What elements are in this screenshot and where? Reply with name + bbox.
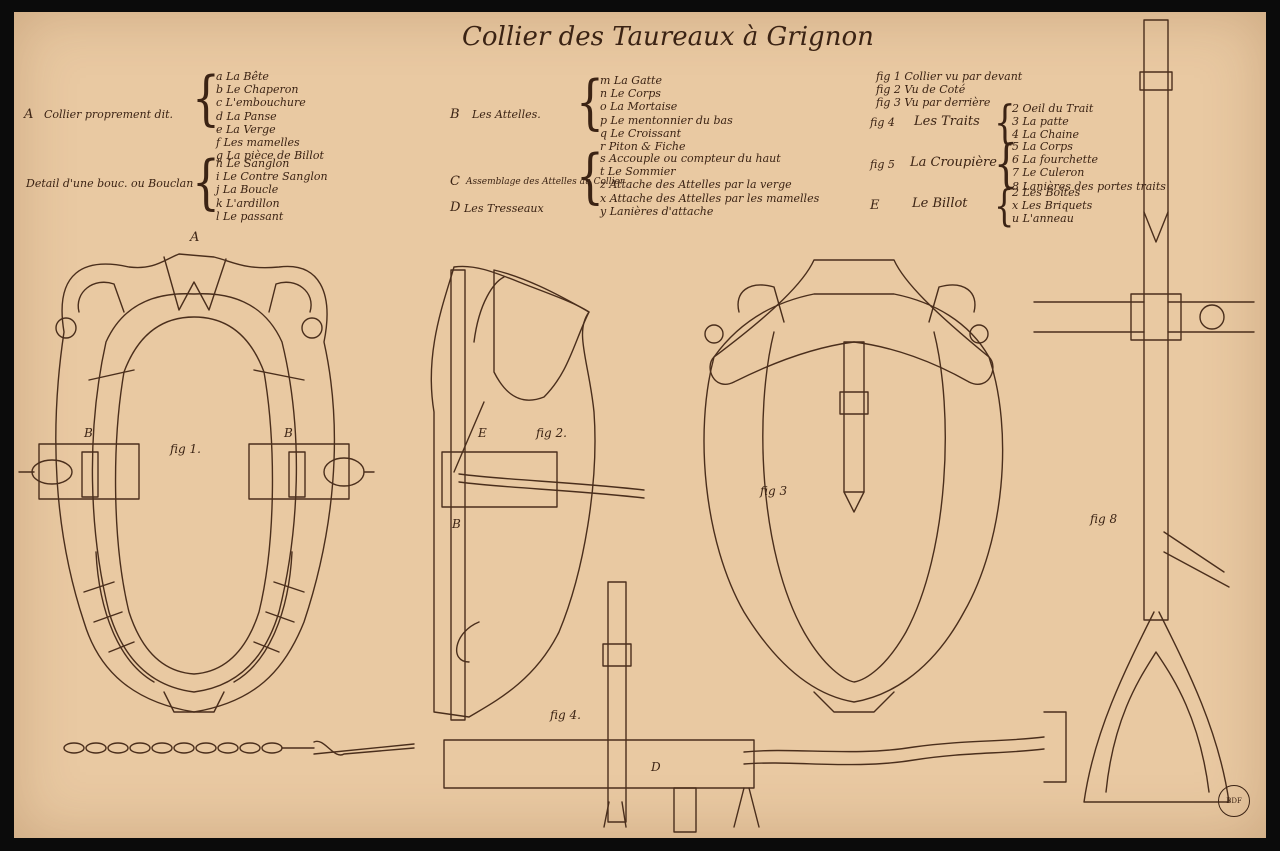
fig3-collar-back [703,259,1004,713]
legend-c-items: s Accouple ou compteur du haut t Le Somm… [600,152,819,218]
legend-c-item: z Attache des Attelles par la verge [600,178,792,192]
legend-fig-item: fig 2 Vu de Coté [876,83,966,97]
legend-detail-item: h Le Sanglon [216,157,290,170]
legend-croupiere-fig: fig 5 [870,158,895,171]
legend-e-item: u L'anneau [1012,212,1074,226]
legend-b-item: o La Mortaise [600,100,678,114]
legend-a-item: a La Bête [216,70,269,83]
legend-croupiere-label: La Croupière [910,155,997,170]
drawing-sheet: Collier des Taureaux à Grignon A Collier… [14,12,1266,838]
legend-e-letter: E [870,198,880,213]
fig3-label: fig 3 [760,484,788,498]
legend-c-label: Assemblage des Attelles au Collier [466,177,625,187]
fig4-label: fig 4. [550,708,581,722]
fig1-label: fig 1. [170,442,201,456]
legend-traits-items: 2 Oeil du Trait 3 La patte 4 La Chaine [1012,102,1093,142]
legend-b-item: q Le Croissant [600,126,682,140]
legend-croupiere-item: 5 La Corps [1012,140,1073,153]
legend-a-item: g La pièce de Billot [216,149,324,163]
legend-detail-item: j La Boucle [216,183,279,197]
library-stamp: BDF [1218,785,1250,817]
fig1-collar-front [18,253,375,713]
fig1-top-label: A [190,230,200,245]
legend-detail-brace: { [192,148,220,218]
legend-traits-item: 3 La patte [1012,115,1069,129]
legend-a-item: e La Verge [216,122,276,136]
legend-detail-item: k L'ardillon [216,196,280,210]
legend-b-item: m La Gatte [600,74,662,87]
fig2-label: fig 2. [536,426,567,440]
legend-a-letter: A [24,107,34,122]
legend-detail-item: l Le passant [216,209,284,223]
fig4-d-label: D [651,760,661,774]
legend-detail-item: i Le Contre Sanglon [216,170,328,184]
legend-c-item: x Attache des Attelles par les mamelles [600,191,820,205]
legend-b-label: Les Attelles. [472,108,541,121]
legend-a-label: Collier proprement dit. [44,108,174,121]
legend-e-items: 2 Les Boîtes x Les Briquets u L'anneau [1012,186,1092,226]
legend-traits-brace: { [994,95,1016,150]
legend-c-item: s Accouple ou compteur du haut [600,152,781,165]
legend-croupiere-brace: { [994,133,1019,194]
fig8-croupiere [1033,19,1255,803]
legend-fig-item: fig 1 Collier vu par devant [876,70,1023,83]
fig4-billot [443,581,1067,833]
legend-croupiere-items: 5 La Corps 6 La fourchette 7 Le Culeron … [1012,140,1166,193]
legend-b-item: n Le Corps [600,87,661,101]
fig2-collar-side [430,265,645,721]
legend-croupiere-item: 7 Le Culeron [1012,166,1085,180]
legend-b-item: p Le mentonnier du bas [600,113,733,127]
legend-figs: fig 1 Collier vu par devant fig 2 Vu de … [876,70,1022,110]
legend-traits-item: 4 La Chaine [1012,128,1080,142]
legend-c-item: y Lanières d'attache [600,204,714,218]
legend-b-items: m La Gatte n Le Corps o La Mortaise p Le… [600,74,733,153]
fig8-label: fig 8 [1090,512,1118,526]
legend-a-item: d La Panse [216,109,277,123]
fig2-b-label: B [452,517,461,531]
legend-e-item: 2 Les Boîtes [1012,186,1081,199]
legend-a-item: c L'embouchure [216,96,306,110]
legend-croupiere-item: 8 Lanières des portes traits [1012,179,1166,193]
fig1-b-right-label: B [284,426,293,440]
page-title: Collier des Taureaux à Grignon [462,22,874,52]
legend-fig-item: fig 3 Vu par derrière [876,96,991,110]
legend-e-brace: { [994,179,1015,232]
fig1-chain [63,740,415,756]
fig1-b-left-label: B [84,426,93,440]
legend-a-brace: { [192,64,220,134]
legend-b-brace: { [576,68,604,138]
legend-c-brace: { [576,142,604,212]
legend-e-label: Le Billot [912,196,968,211]
technical-drawings [18,19,1255,833]
legend-traits-fig: fig 4 [870,116,895,129]
legend-c-item: t Le Sommier [600,165,676,179]
legend-traits-item: 2 Oeil du Trait [1012,102,1094,115]
legend-a-items: a La Bête b Le Chaperon c L'embouchure d… [216,70,324,162]
legend-b-letter: B [450,107,460,122]
legend-detail-items: h Le Sanglon i Le Contre Sanglon j La Bo… [216,157,328,223]
legend-a-item: f Les mamelles [216,135,300,149]
legend-e-item: x Les Briquets [1012,199,1093,213]
legend-detail-label: Detail d'une bouc. ou Bouclan [26,177,194,190]
fig2-e-label: E [478,426,487,440]
legend-traits-label: Les Traits [914,114,980,129]
legend-a-item: b Le Chaperon [216,83,299,97]
legend-b-item: r Piton & Fiche [600,139,686,153]
legend-d-letter: D [450,200,461,215]
legend-d-label: Les Tresseaux [464,202,544,215]
legend-c-letter: C [450,174,460,189]
legend-croupiere-item: 6 La fourchette [1012,153,1098,167]
